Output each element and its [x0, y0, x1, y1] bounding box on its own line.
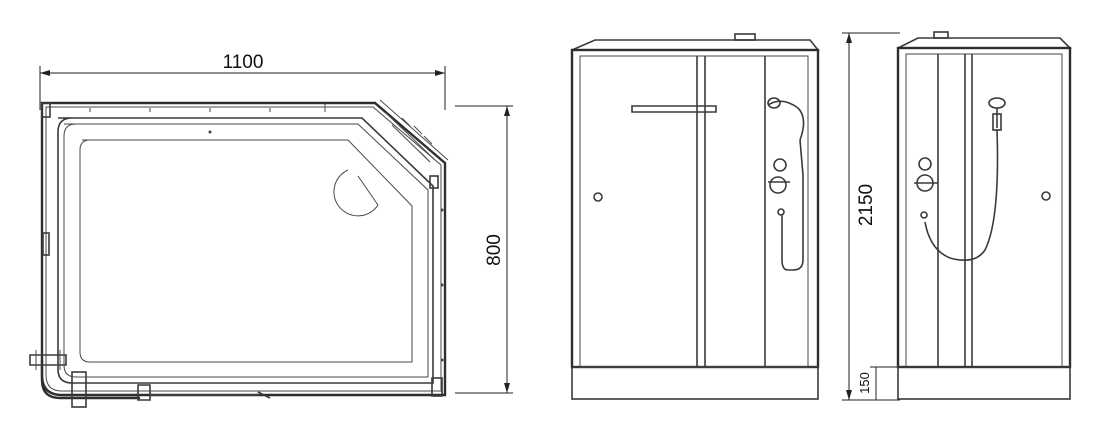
height-dimension: 2150 [842, 32, 900, 401]
side-view: 2150 150 [842, 31, 1072, 401]
width-dimension: 1100 [39, 52, 446, 110]
plan-view: 1100 800 [29, 52, 513, 408]
tray-outline [29, 99, 449, 408]
width-dimension-label: 1100 [223, 52, 264, 73]
base-height-dimension: 150 [857, 366, 900, 400]
depth-dimension-label: 800 [484, 234, 505, 266]
height-dimension-label: 2150 [856, 184, 877, 226]
depth-dimension: 800 [455, 105, 513, 394]
base-height-dimension-label: 150 [857, 372, 872, 394]
front-view [570, 33, 820, 400]
